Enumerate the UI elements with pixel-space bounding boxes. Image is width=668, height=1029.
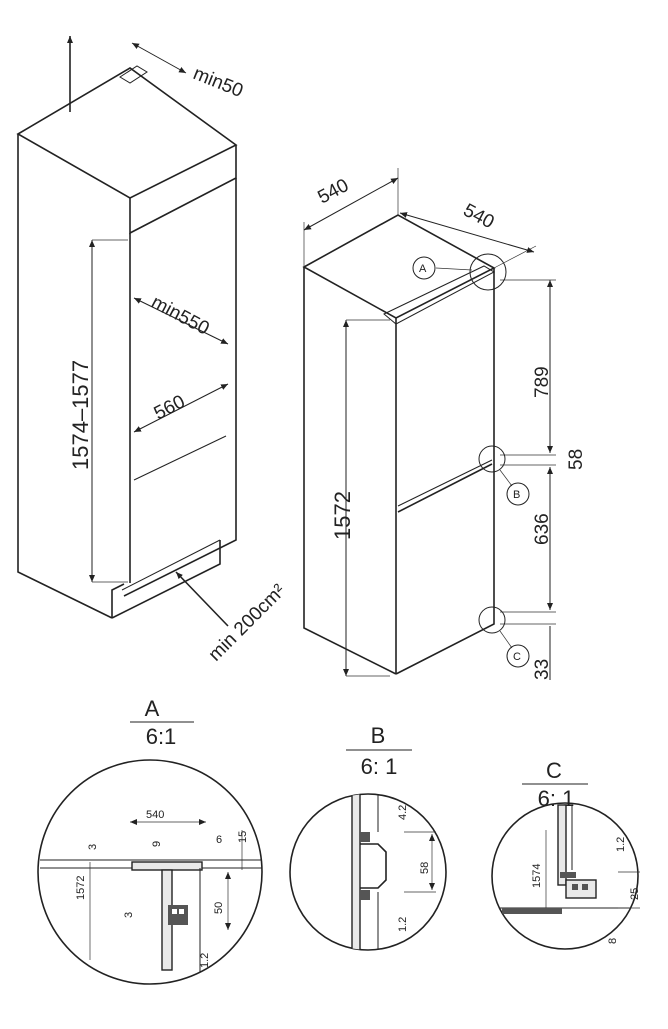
detail-a-label: A <box>145 696 160 721</box>
detail-a-3-bottom: 3 <box>123 912 135 918</box>
detail-a-3-top: 3 <box>87 844 99 850</box>
detail-c-1-2: 1.2 <box>615 837 627 852</box>
vent-area-label: min 200cm² <box>205 581 290 666</box>
detail-b: B 6: 1 4.2 58 1.2 <box>289 723 447 951</box>
appliance-height-dimension: 1572 <box>330 491 355 540</box>
detail-b-4-2: 4.2 <box>397 805 409 820</box>
detail-b-label: B <box>371 723 386 748</box>
cabinet-top-clearance: min50 <box>190 63 246 102</box>
detail-c-8: 8 <box>607 938 619 944</box>
callout-a-label: A <box>419 263 427 275</box>
detail-b-58: 58 <box>419 862 431 874</box>
callout-c-label: C <box>513 651 521 663</box>
detail-c: C 6: 1 1574 1.2 25 8 <box>491 758 641 950</box>
detail-c-1574: 1574 <box>531 864 543 888</box>
detail-a-15: 15 <box>237 831 249 843</box>
callout-b-label: B <box>513 489 520 501</box>
detail-a-540: 540 <box>146 809 164 821</box>
appliance-fridge: 540 540 1572 789 58 636 33 A B C <box>302 168 587 680</box>
detail-a-6: 6 <box>216 834 222 846</box>
lower-door-dimension: 636 <box>532 513 553 545</box>
upper-door-dimension: 789 <box>532 366 553 398</box>
cabinet-height-dimension: 1574–1577 <box>68 360 93 470</box>
detail-a-50: 50 <box>213 902 225 914</box>
detail-c-scale: 6: 1 <box>538 786 575 811</box>
cabinet-depth-dimension: min550 <box>148 292 213 340</box>
detail-a-9: 9 <box>151 841 163 847</box>
detail-c-25: 25 <box>629 888 641 900</box>
detail-a-1-2: 1.2 <box>199 953 211 968</box>
cabinet-niche: min50 1574–1577 min550 560 min 200cm² <box>16 36 290 666</box>
appliance-width-dimension: 540 <box>314 175 352 208</box>
cabinet-width-dimension: 560 <box>151 391 189 424</box>
appliance-depth-dimension: 540 <box>460 200 498 233</box>
door-gap-dimension: 58 <box>566 449 587 470</box>
detail-a-scale: 6:1 <box>146 724 177 749</box>
detail-a: A 6:1 540 3 9 6 15 1572 3 50 1.2 <box>37 696 263 985</box>
detail-a-1572: 1572 <box>75 876 87 900</box>
appliance-top <box>302 214 496 319</box>
detail-b-1-2: 1.2 <box>397 917 409 932</box>
detail-c-label: C <box>546 758 562 783</box>
detail-b-scale: 6: 1 <box>361 754 398 779</box>
vent-arrow <box>175 571 229 627</box>
bottom-offset-dimension: 33 <box>532 659 553 680</box>
